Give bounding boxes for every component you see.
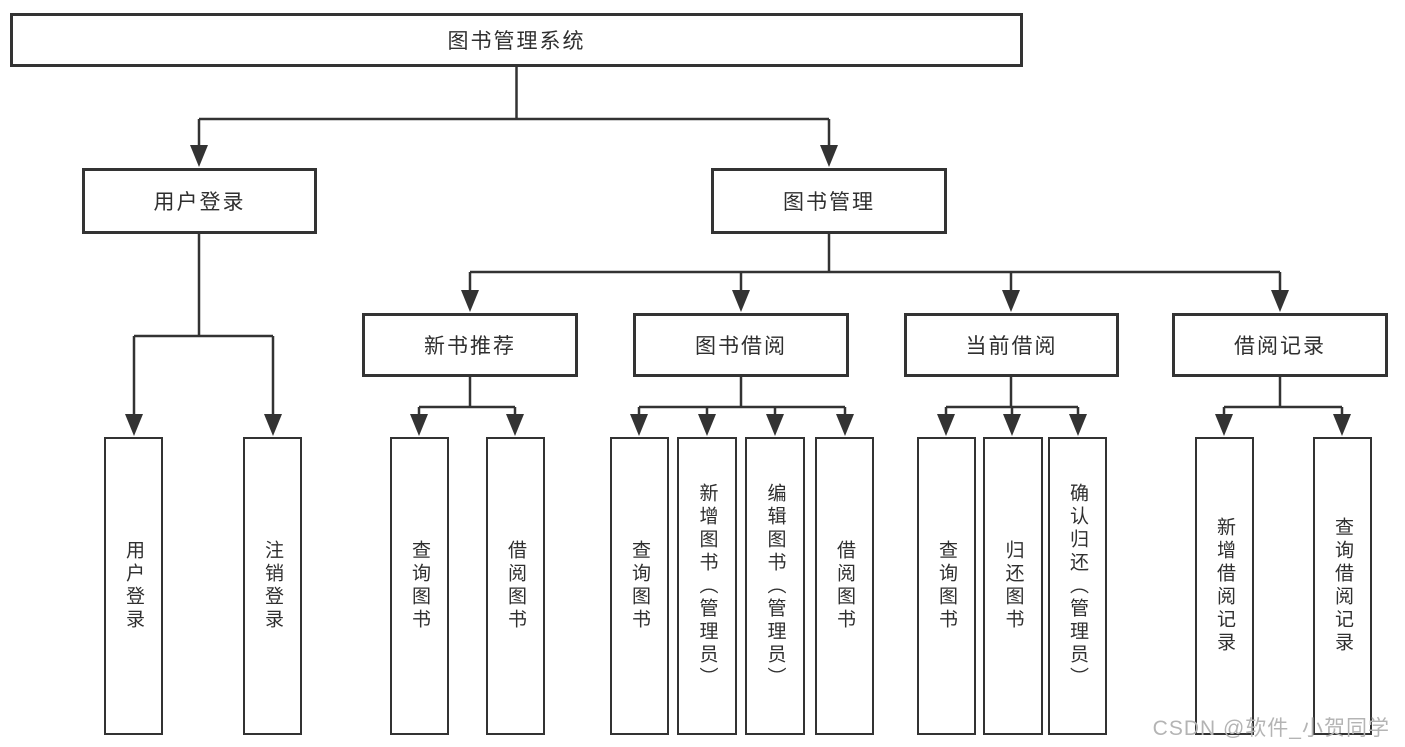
node-label: 用户登录 bbox=[153, 191, 246, 214]
leaf-query-books-newbook: 查询图书 bbox=[390, 437, 449, 735]
leaf-label: 查询图书 bbox=[409, 540, 430, 632]
arrowheads bbox=[125, 145, 1351, 436]
node-root-library-system: 图书管理系统 bbox=[10, 13, 1023, 67]
leaf-edit-books-admin: 编辑图书（管理员） bbox=[745, 437, 805, 735]
leaf-confirm-return-admin: 确认归还（管理员） bbox=[1048, 437, 1107, 735]
leaf-label: 借阅图书 bbox=[834, 540, 855, 632]
node-borrowing-records: 借阅记录 bbox=[1172, 313, 1388, 377]
leaf-add-borrow-record: 新增借阅记录 bbox=[1195, 437, 1254, 735]
node-user-login: 用户登录 bbox=[82, 168, 317, 234]
leaf-label: 注销登录 bbox=[262, 540, 283, 632]
node-current-borrowing: 当前借阅 bbox=[904, 313, 1119, 377]
node-book-borrowing: 图书借阅 bbox=[633, 313, 849, 377]
node-label: 图书管理 bbox=[783, 191, 875, 214]
leaf-label: 查询图书 bbox=[936, 540, 957, 632]
csdn-watermark: CSDN @软件_小贺同学 bbox=[1152, 717, 1390, 740]
leaf-query-books-borrowing: 查询图书 bbox=[610, 437, 669, 735]
node-label: 图书管理系统 bbox=[447, 30, 586, 53]
leaf-borrow-books-borrowing: 借阅图书 bbox=[815, 437, 874, 735]
node-new-book-recommend: 新书推荐 bbox=[362, 313, 578, 377]
leaf-return-books: 归还图书 bbox=[983, 437, 1043, 735]
leaf-query-borrow-record: 查询借阅记录 bbox=[1313, 437, 1372, 735]
leaf-label: 借阅图书 bbox=[505, 540, 526, 632]
leaf-logout: 注销登录 bbox=[243, 437, 302, 735]
leaf-label: 新增借阅记录 bbox=[1214, 517, 1235, 655]
leaf-label: 查询借阅记录 bbox=[1332, 517, 1353, 655]
leaf-label: 编辑图书（管理员） bbox=[764, 482, 786, 690]
leaf-borrow-books-newbook: 借阅图书 bbox=[486, 437, 545, 735]
node-label: 图书借阅 bbox=[695, 335, 787, 358]
leaf-label: 查询图书 bbox=[629, 540, 650, 632]
leaf-add-books-admin: 新增图书（管理员） bbox=[677, 437, 737, 735]
leaf-label: 用户登录 bbox=[123, 540, 144, 632]
node-label: 当前借阅 bbox=[965, 335, 1058, 358]
leaf-user-login: 用户登录 bbox=[104, 437, 163, 735]
leaf-query-books-current: 查询图书 bbox=[917, 437, 976, 735]
node-label: 借阅记录 bbox=[1234, 335, 1326, 358]
leaf-label: 归还图书 bbox=[1002, 540, 1024, 632]
leaf-label: 新增图书（管理员） bbox=[696, 482, 718, 690]
node-label: 新书推荐 bbox=[424, 335, 516, 358]
leaf-label: 确认归还（管理员） bbox=[1067, 482, 1088, 690]
node-book-management: 图书管理 bbox=[711, 168, 947, 234]
